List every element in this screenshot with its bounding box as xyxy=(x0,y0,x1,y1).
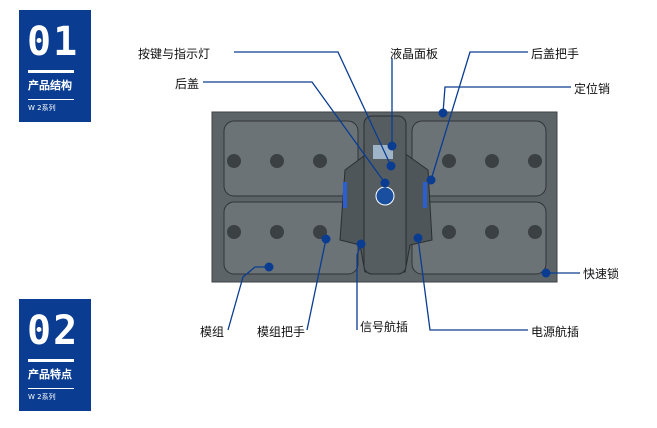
label-lcd-panel: 液晶面板 xyxy=(390,47,439,61)
section-badge-structure: 01 产品结构 W 2系列 xyxy=(19,10,91,122)
label-buttons-indicator: 按键与指示灯 xyxy=(138,47,211,61)
label-back-cover: 后盖 xyxy=(175,77,200,91)
section-series: W 2系列 xyxy=(28,393,56,401)
label-back-cover-handle: 后盖把手 xyxy=(531,47,580,61)
section-title: 产品结构 xyxy=(28,79,72,92)
label-module-handle: 模组把手 xyxy=(257,325,306,339)
label-signal-connector: 信号航插 xyxy=(360,320,409,334)
section-number: 01 xyxy=(27,19,80,65)
label-power-connector: 电源航插 xyxy=(531,325,580,339)
divider xyxy=(28,359,74,362)
section-badge-features: 02 产品特点 W 2系列 xyxy=(19,299,91,411)
label-quick-lock: 快速锁 xyxy=(583,267,620,281)
section-number: 02 xyxy=(27,308,80,354)
label-module: 模组 xyxy=(200,325,225,339)
divider xyxy=(28,388,74,389)
section-title: 产品特点 xyxy=(28,368,72,381)
divider xyxy=(28,99,74,100)
label-locating-pin: 定位销 xyxy=(574,82,611,96)
divider xyxy=(28,70,74,73)
cabinet-illustration xyxy=(211,111,558,283)
callout-dots xyxy=(264,108,551,278)
leader-lines xyxy=(203,51,580,331)
section-series: W 2系列 xyxy=(28,104,56,112)
